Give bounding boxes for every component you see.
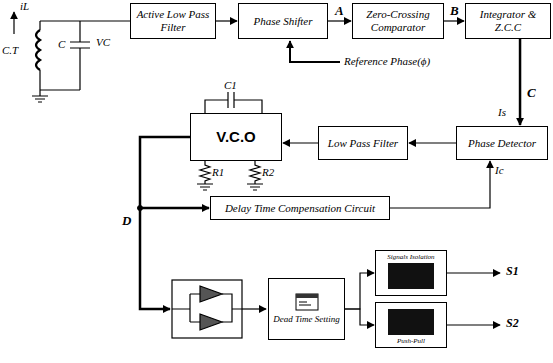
window-icon: [296, 294, 318, 310]
amplifier-block: [200, 286, 222, 330]
part-name: R1: [212, 166, 224, 178]
signal-name: Reference Phase(ϕ): [344, 55, 430, 67]
filter-box: Active Low Pass Filter: [130, 3, 216, 39]
output-arrows: [447, 272, 500, 273]
connector-arrow: [216, 20, 237, 21]
reference-phase-arrow: [290, 41, 340, 62]
chip-icon: [388, 309, 434, 335]
signal-name: D: [122, 214, 131, 228]
isolation-box: Signals Isolation: [375, 250, 447, 296]
reference-phase-arrow: [290, 41, 340, 62]
signal-wire: [40, 20, 130, 21]
window-icon: [299, 302, 311, 305]
connector-arrow: [283, 142, 318, 143]
connector-arrow: [345, 273, 374, 309]
d-line: [140, 208, 170, 309]
input-circuit: [14, 12, 130, 102]
box-label: Active Low Pass Filter: [135, 8, 211, 33]
box-label: Zero-Crossing Comparator: [357, 8, 439, 33]
output-name: S1: [506, 265, 519, 278]
process-box: Delay Time Compensation Circuit: [210, 196, 390, 220]
capacitor-symbol: [70, 21, 90, 90]
box-label: Low Pass Filter: [328, 137, 398, 150]
box-label: Phase Shifter: [254, 15, 313, 28]
output-name: S2: [506, 317, 519, 330]
box-label: Delay Time Compensation Circuit: [225, 202, 375, 215]
box-label: V.C.O: [216, 128, 255, 145]
output-arrows: [447, 324, 500, 325]
signal-name: iL: [20, 0, 29, 12]
amplifier-block: [242, 308, 266, 309]
connector-arrow: [409, 142, 456, 143]
window-icon: [295, 293, 319, 311]
process-box: Dead Time Setting: [268, 278, 345, 340]
connector-arrow: [390, 161, 490, 208]
part-name: C: [58, 38, 65, 50]
signal-point-label: C: [527, 86, 536, 100]
connector-arrow: [328, 20, 351, 21]
filter-box: Low Pass Filter: [318, 126, 408, 160]
vco-box: V.C.O: [190, 113, 282, 161]
driver-box: Push-Pull: [375, 302, 447, 348]
box-label: Phase Detector: [468, 137, 536, 150]
connector-arrow: [345, 309, 374, 325]
connector-arrow: [444, 20, 464, 21]
process-box: Integrator & Z.C.C: [465, 3, 551, 39]
signal-point-label: A: [335, 4, 344, 18]
chip-icon: [388, 263, 434, 289]
amplifier-block: [172, 280, 266, 338]
ground-symbol: [32, 90, 80, 102]
resistor-symbol: [247, 161, 263, 190]
d-line: [138, 206, 171, 310]
part-name: C1: [224, 79, 237, 91]
signal-name: VC: [96, 36, 110, 48]
part-name: C.T: [2, 44, 18, 56]
box-label: Push-Pull: [397, 337, 425, 345]
part-name: R2: [262, 166, 274, 178]
current-arrow: [13, 12, 14, 34]
process-box: Phase Detector: [456, 126, 548, 160]
ct-coil: [36, 30, 40, 70]
amplifier-block: [172, 294, 200, 322]
signal-name: Is: [498, 106, 506, 118]
connector-arrow: [519, 39, 522, 125]
signal-point-label: B: [450, 4, 459, 18]
box-label: Dead Time Setting: [273, 314, 340, 324]
resistor-symbol: [197, 161, 213, 190]
signal-name: Ic: [495, 164, 504, 176]
box-label: Integrator & Z.C.C: [470, 8, 546, 33]
output-arrows: [447, 273, 500, 325]
amplifier-block: [222, 294, 242, 322]
process-box: Phase Shifter: [238, 3, 328, 39]
amplifier-block: [172, 280, 242, 338]
box-label: Signals Isolation: [387, 253, 434, 261]
window-icon: [296, 294, 318, 298]
capacitor-symbol: [205, 92, 262, 113]
process-box: Zero-Crossing Comparator: [352, 3, 444, 39]
